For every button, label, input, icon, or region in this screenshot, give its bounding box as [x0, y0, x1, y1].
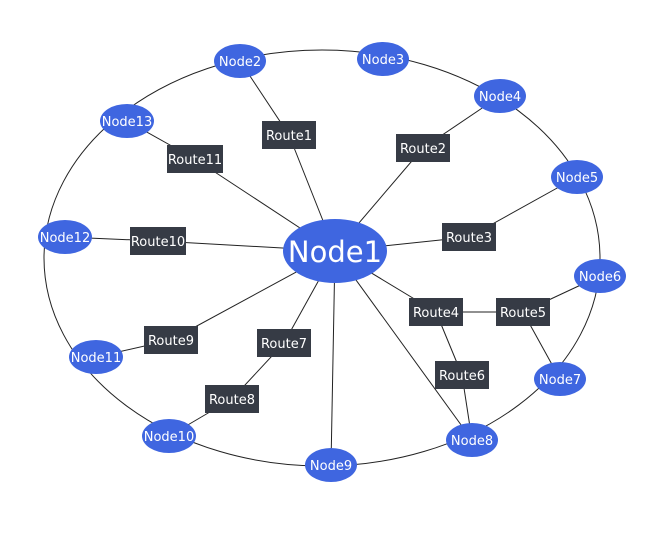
route-label: Route3 [446, 231, 492, 246]
node-label: Node13 [102, 115, 152, 130]
route-r2[interactable]: Route2 [396, 134, 450, 162]
route-label: Route1 [266, 129, 312, 144]
route-label: Route4 [413, 306, 459, 321]
route-box [257, 329, 311, 357]
route-r8[interactable]: Route8 [205, 385, 259, 413]
node-n8[interactable]: Node8 [446, 423, 498, 457]
node-n4[interactable]: Node4 [474, 79, 526, 113]
route-box [435, 361, 489, 389]
route-r9[interactable]: Route9 [144, 326, 198, 354]
route-label: Route8 [209, 393, 255, 408]
node-label: Node3 [362, 53, 404, 68]
node-shape [100, 104, 154, 138]
edge-c-n9 [330, 250, 336, 466]
node-label: Node8 [451, 434, 493, 449]
node-n2[interactable]: Node2 [214, 44, 266, 78]
node-label: Node6 [579, 270, 621, 285]
route-r10[interactable]: Route10 [130, 227, 186, 255]
node-shape [142, 419, 196, 453]
route-box [442, 223, 496, 251]
route-label: Route9 [148, 334, 194, 349]
route-box [144, 326, 198, 354]
node-label: Node9 [310, 459, 352, 474]
node-n11[interactable]: Node11 [69, 340, 123, 374]
route-box [496, 298, 550, 326]
route-r4[interactable]: Route4 [409, 298, 463, 326]
node-label: Node4 [479, 90, 521, 105]
node-shape [446, 423, 498, 457]
route-box [262, 121, 316, 149]
center-node-label: Node1 [288, 235, 382, 269]
route-label: Route6 [439, 369, 485, 384]
route-label: Route10 [131, 235, 185, 250]
center-node[interactable]: Node1 [283, 219, 387, 283]
route-label: Route7 [261, 337, 307, 352]
route-label: Route11 [168, 153, 222, 168]
node-label: Node12 [40, 231, 90, 246]
route-r1[interactable]: Route1 [262, 121, 316, 149]
route-r7[interactable]: Route7 [257, 329, 311, 357]
node-shape [38, 220, 92, 254]
node-n7[interactable]: Node7 [534, 362, 586, 396]
route-r6[interactable]: Route6 [435, 361, 489, 389]
node-n12[interactable]: Node12 [38, 220, 92, 254]
route-r3[interactable]: Route3 [442, 223, 496, 251]
node-shape [305, 448, 357, 482]
node-n9[interactable]: Node9 [305, 448, 357, 482]
route-box [396, 134, 450, 162]
node-shape [214, 44, 266, 78]
route-box [205, 385, 259, 413]
node-n3[interactable]: Node3 [357, 42, 409, 76]
node-n13[interactable]: Node13 [100, 104, 154, 138]
route-r5[interactable]: Route5 [496, 298, 550, 326]
edge-c-n8 [334, 250, 473, 441]
route-label: Route5 [500, 306, 546, 321]
node-label: Node5 [556, 171, 598, 186]
route-box [130, 227, 186, 255]
node-n5[interactable]: Node5 [551, 160, 603, 194]
node-shape [69, 340, 123, 374]
node-shape [357, 42, 409, 76]
route-box [409, 298, 463, 326]
node-label: Node10 [144, 430, 194, 445]
node-n10[interactable]: Node10 [142, 419, 196, 453]
route-r11[interactable]: Route11 [167, 145, 223, 173]
route-box [167, 145, 223, 173]
node-n6[interactable]: Node6 [574, 259, 626, 293]
node-shape [574, 259, 626, 293]
node-label: Node2 [219, 55, 261, 70]
node-shape [534, 362, 586, 396]
node-shape [551, 160, 603, 194]
nodes: Node2 Node3Node4Node5Node6Node7Node8Node9… [38, 42, 626, 482]
node-label: Node11 [71, 351, 121, 366]
node-shape [474, 79, 526, 113]
node-label: Node7 [539, 373, 581, 388]
route-label: Route2 [400, 142, 446, 157]
